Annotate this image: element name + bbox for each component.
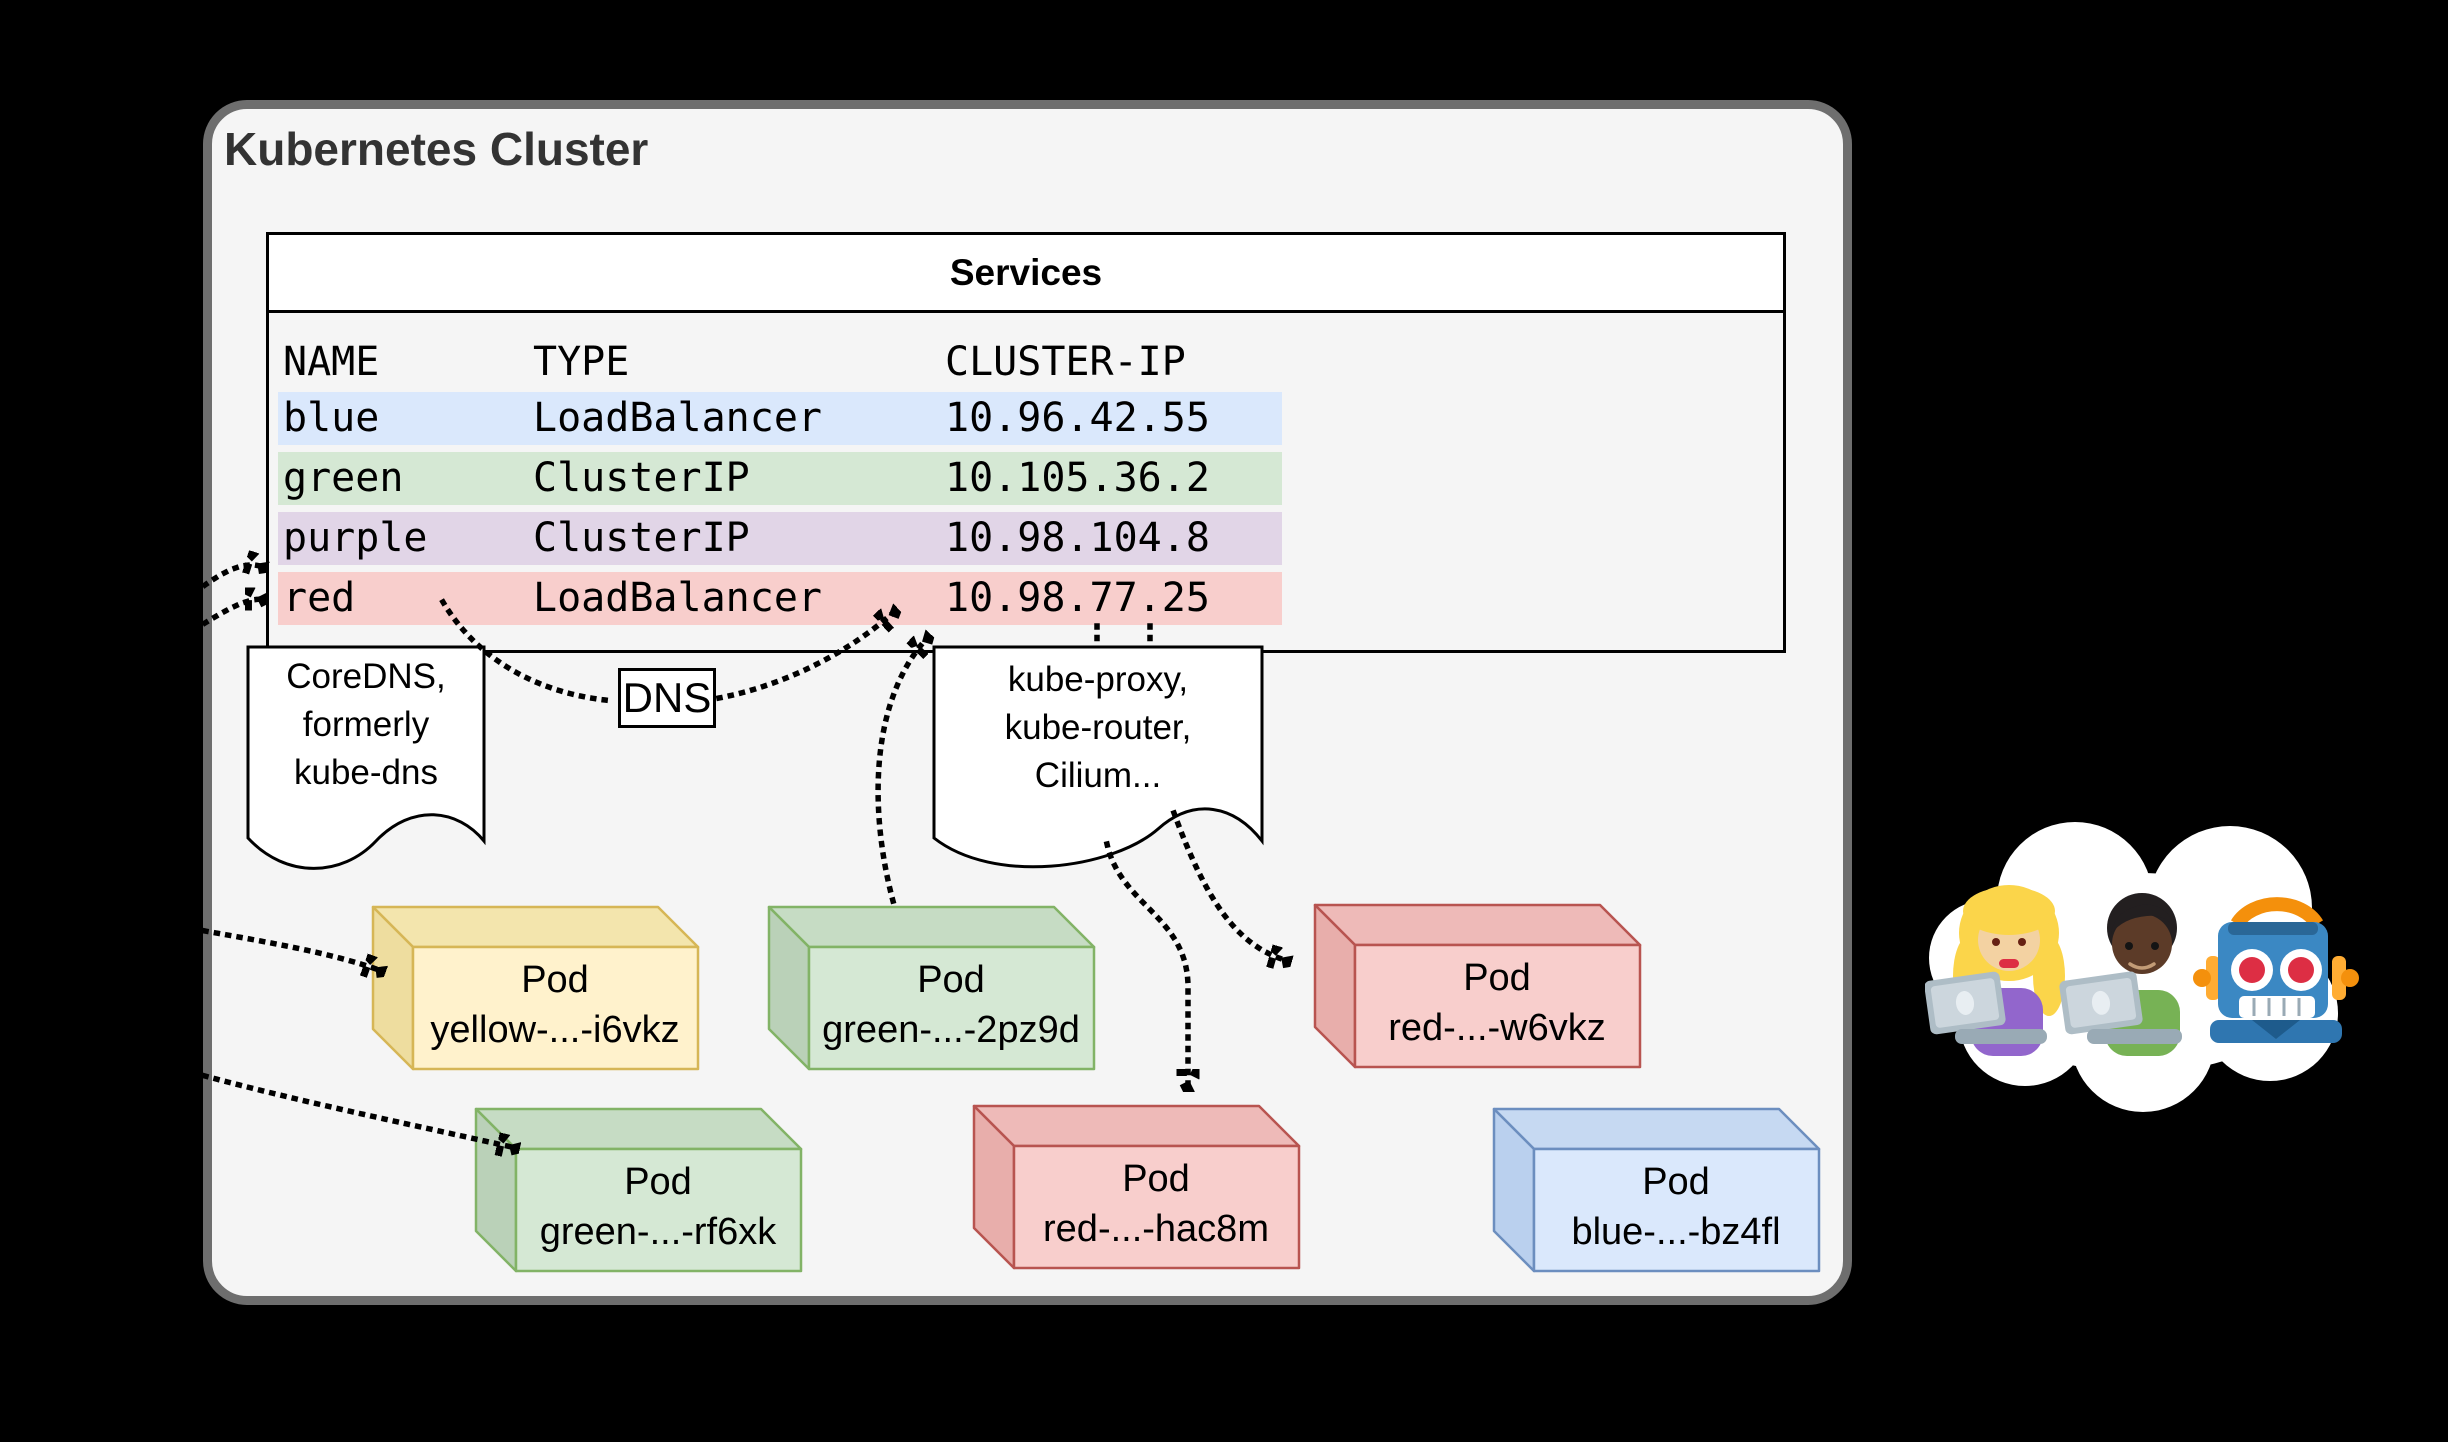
kube-proxy-note: kube-proxy, kube-router, Cilium...: [932, 645, 1264, 881]
arrow-dns-to-red-ip: [715, 611, 895, 702]
table-row: blue LoadBalancer 10.96.42.55: [278, 392, 1282, 445]
cluster-title: Kubernetes Cluster: [224, 123, 649, 175]
arrow-green-pod-to-red-row: [875, 637, 928, 905]
row-type: ClusterIP: [533, 455, 750, 501]
arrow-left-to-red-row: [201, 599, 264, 627]
coredns-line: kube-dns: [294, 753, 438, 792]
pod-name: green-...-rf6xk: [540, 1211, 778, 1253]
services-table-header: Services: [266, 232, 1786, 313]
pod-label: Pod: [521, 959, 589, 1001]
pod-red-hac8m: Pod red-...-hac8m: [972, 1104, 1301, 1270]
pod-green-2pz9d: Pod green-...-2pz9d: [767, 905, 1096, 1071]
coredns-line: CoreDNS,: [286, 657, 446, 696]
table-row: purple ClusterIP 10.98.104.8: [278, 512, 1282, 565]
pod-label: Pod: [917, 959, 985, 1001]
kube-proxy-line: kube-proxy,: [1007, 660, 1189, 699]
row-type: LoadBalancer: [533, 395, 822, 441]
pod-label: Pod: [1642, 1161, 1710, 1203]
row-cluster-ip: 10.98.77.25: [945, 575, 1210, 621]
users-cloud: [1925, 822, 2359, 1112]
arrow-kube-proxy-to-red-pod-w6vkz: [1170, 809, 1288, 961]
line-red-row-to-dns: [439, 598, 618, 704]
pod-green-rf6xk: Pod green-...-rf6xk: [474, 1107, 803, 1273]
pod-red-w6vkz: Pod red-...-w6vkz: [1313, 903, 1642, 1069]
row-name: purple: [283, 515, 428, 561]
pod-name: red-...-hac8m: [1043, 1208, 1269, 1250]
kube-proxy-line: kube-router,: [1004, 708, 1192, 747]
row-name: green: [283, 455, 404, 501]
coredns-note: CoreDNS, formerly kube-dns: [246, 645, 486, 881]
man-technologist-icon: [2059, 893, 2182, 1056]
pod-label: Pod: [1122, 1158, 1190, 1200]
arrow-left-to-red-row: [201, 565, 264, 585]
kube-proxy-line: Cilium...: [1034, 756, 1162, 795]
pod-name: green-...-2pz9d: [822, 1009, 1080, 1051]
row-name: blue: [283, 395, 380, 441]
document-shape-icon: [246, 645, 486, 870]
column-header-cluster-ip: CLUSTER-IP: [945, 339, 1186, 385]
robot-icon: [2193, 897, 2359, 1043]
pod-blue-bz4fl: Pod blue-...-bz4fl: [1492, 1107, 1821, 1273]
document-shape-icon: [932, 645, 1264, 869]
coredns-line: formerly: [302, 705, 430, 744]
column-header-name: NAME: [283, 339, 380, 385]
pod-name: yellow-...-i6vkz: [430, 1009, 679, 1051]
row-cluster-ip: 10.96.42.55: [945, 395, 1210, 441]
column-header-type: TYPE: [533, 339, 630, 385]
row-cluster-ip: 10.105.36.2: [945, 455, 1210, 501]
services-column-headers: NAME TYPE CLUSTER-IP: [278, 340, 1282, 384]
arrow-left-to-yellow-pod: [201, 927, 382, 971]
pod-name: blue-...-bz4fl: [1571, 1211, 1780, 1253]
row-type: ClusterIP: [533, 515, 750, 561]
table-row: red LoadBalancer 10.98.77.25: [278, 572, 1282, 625]
row-cluster-ip: 10.98.104.8: [945, 515, 1210, 561]
row-type: LoadBalancer: [533, 575, 822, 621]
row-name: red: [283, 575, 356, 621]
pod-label: Pod: [1463, 957, 1531, 999]
dns-label: DNS: [618, 668, 716, 728]
table-row: green ClusterIP 10.105.36.2: [278, 452, 1282, 505]
arrow-kube-proxy-to-red-pod-hac8m: [1103, 840, 1188, 1088]
woman-technologist-icon: [1925, 885, 2065, 1056]
arrow-left-to-green-pod: [201, 1072, 516, 1148]
pod-name: red-...-w6vkz: [1388, 1007, 1605, 1049]
pod-label: Pod: [624, 1161, 692, 1203]
